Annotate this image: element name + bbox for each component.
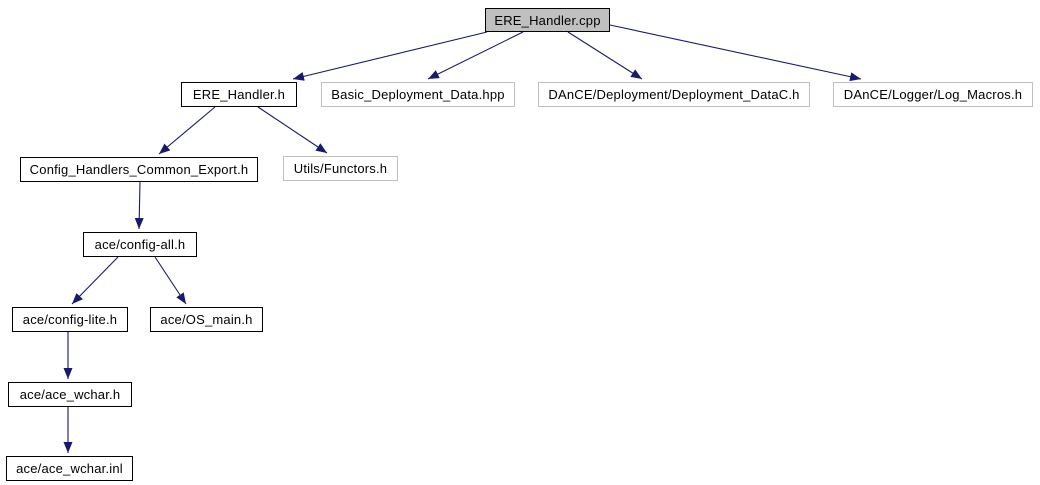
graph-node-basic-deployment-data-hpp: Basic_Deployment_Data.hpp — [321, 82, 515, 107]
graph-node-label: ERE_Handler.cpp — [494, 12, 601, 28]
graph-node-label: Utils/Functors.h — [293, 161, 388, 176]
graph-node-label: Config_Handlers_Common_Export.h — [29, 162, 249, 177]
graph-node-label: ERE_Handler.h — [192, 87, 286, 102]
include-edge-config-handlers-common-export-h-to-ace-config-all-h — [134, 181, 144, 230]
graph-node-label: DAnCE/Logger/Log_Macros.h — [843, 87, 1023, 102]
include-edge-ere-handler-cpp-to-dance-deployment-deployment-datac-h — [567, 31, 643, 80]
graph-node-config-handlers-common-export-h[interactable]: Config_Handlers_Common_Export.h — [20, 157, 258, 182]
graph-node-dance-logger-log-macros-h: DAnCE/Logger/Log_Macros.h — [833, 82, 1033, 107]
graph-node-ace-config-lite-h[interactable]: ace/config-lite.h — [12, 307, 128, 332]
graph-node-label: Basic_Deployment_Data.hpp — [331, 87, 505, 102]
graph-node-utils-functors-h: Utils/Functors.h — [283, 156, 398, 181]
include-edge-ere-handler-cpp-to-dance-logger-log-macros-h — [609, 24, 862, 82]
include-edge-ace-config-all-h-to-ace-os-main-h — [154, 256, 187, 305]
graph-node-label: ace/config-all.h — [94, 237, 186, 252]
graph-node-label: DAnCE/Deployment/Deployment_DataC.h — [548, 87, 800, 102]
graph-node-ace-ace-wchar-inl[interactable]: ace/ace_wchar.inl — [6, 456, 133, 481]
graph-node-dance-deployment-deployment-datac-h: DAnCE/Deployment/Deployment_DataC.h — [538, 82, 810, 107]
graph-node-ace-os-main-h[interactable]: ace/OS_main.h — [150, 307, 263, 332]
graph-node-label: ace/OS_main.h — [160, 312, 253, 327]
include-edge-ere-handler-h-to-config-handlers-common-export-h — [158, 106, 216, 155]
include-edge-ere-handler-h-to-utils-functors-h — [257, 106, 328, 154]
graph-node-ere-handler-cpp: ERE_Handler.cpp — [485, 8, 610, 32]
graph-node-label: ace/ace_wchar.h — [19, 387, 121, 402]
graph-node-ere-handler-h[interactable]: ERE_Handler.h — [181, 82, 297, 107]
graph-node-ace-config-all-h[interactable]: ace/config-all.h — [83, 232, 197, 257]
graph-node-ace-ace-wchar-h[interactable]: ace/ace_wchar.h — [8, 382, 132, 407]
include-edge-ace-config-all-h-to-ace-config-lite-h — [71, 256, 119, 305]
graph-node-label: ace/ace_wchar.inl — [16, 461, 123, 476]
graph-node-label: ace/config-lite.h — [22, 312, 118, 327]
include-edge-ere-handler-cpp-to-basic-deployment-data-hpp — [427, 31, 524, 80]
include-edge-ere-handler-cpp-to-ere-handler-h — [292, 31, 488, 81]
